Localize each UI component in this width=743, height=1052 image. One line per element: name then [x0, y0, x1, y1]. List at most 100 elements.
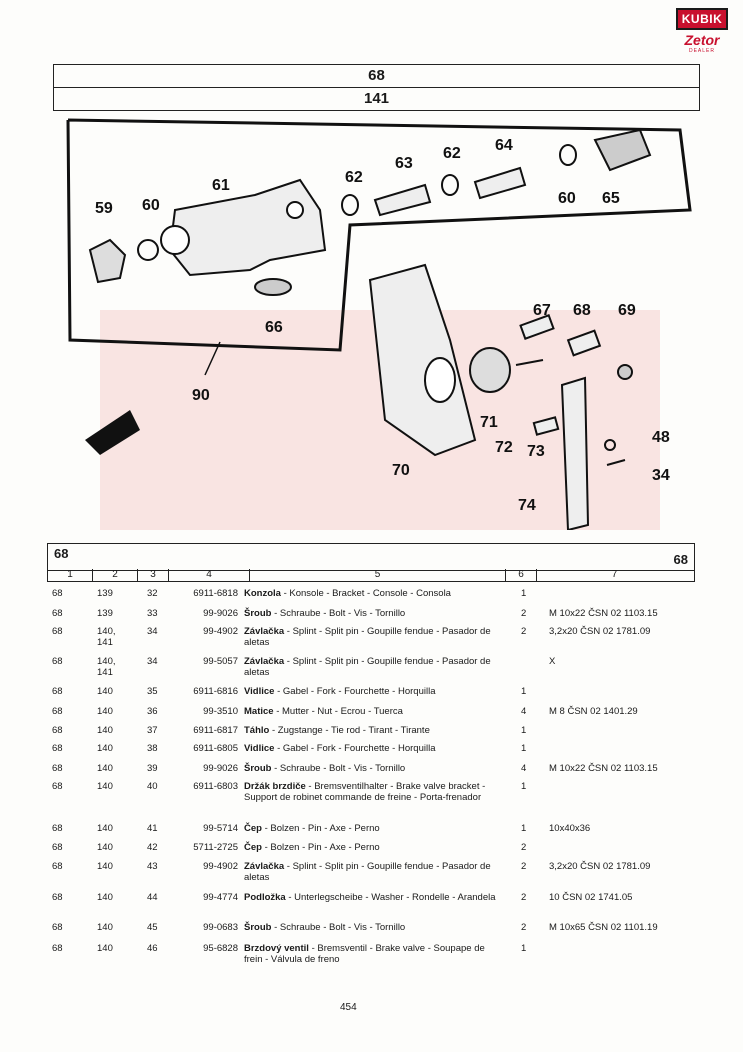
label-61: 61 — [212, 177, 230, 194]
label-60-a: 60 — [142, 197, 160, 214]
cell-quantity: 1 — [521, 943, 527, 954]
col-header-5: 5 — [250, 569, 506, 581]
cell-part-number: 6911-6803 — [193, 781, 238, 792]
part-name: Čep — [244, 842, 262, 853]
cell-group: 68 — [52, 725, 63, 736]
cell-description: Matice - Mutter - Nut - Ecrou - Tuerca — [244, 706, 499, 717]
cell-subgroup: 139 — [97, 588, 113, 599]
cell-part-number: 5711-2725 — [193, 842, 238, 853]
label-71: 71 — [480, 414, 498, 431]
cell-position: 40 — [147, 781, 158, 792]
logo-kubik: KUBIK — [676, 8, 728, 30]
group-header: 68 — [53, 64, 700, 88]
cell-note: 10x40x36 — [549, 823, 591, 834]
cell-description: Konzola - Konsole - Bracket - Console - … — [244, 588, 499, 599]
cell-description: Závlačka - Splint - Split pin - Goupille… — [244, 626, 499, 648]
cell-position: 32 — [147, 588, 158, 599]
label-65: 65 — [602, 190, 620, 207]
cell-note: M 10x22 ČSN 02 1103.15 — [549, 763, 658, 774]
part-name: Šroub — [244, 608, 272, 619]
label-69: 69 — [618, 302, 636, 319]
cell-part-number: 6911-6818 — [193, 588, 238, 599]
label-66: 66 — [265, 319, 283, 336]
cell-part-number: 99-3510 — [203, 706, 238, 717]
cell-subgroup: 140, 141 — [97, 656, 116, 678]
cell-description: Držák brzdiče - Bremsventilhalter - Brak… — [244, 781, 499, 803]
part-name: Matice — [244, 706, 274, 717]
cell-group: 68 — [52, 861, 63, 872]
part-name: Čep — [244, 823, 262, 834]
part-translations: - Mutter - Nut - Ecrou - Tuerca — [273, 706, 403, 717]
part-name: Držák brzdiče — [244, 781, 306, 792]
cell-group: 68 — [52, 922, 63, 933]
table-group-right: 68 — [673, 552, 688, 567]
part-name: Konzola — [244, 588, 281, 599]
cell-position: 36 — [147, 706, 158, 717]
col-header-2: 2 — [93, 569, 138, 581]
cell-part-number: 99-9026 — [203, 608, 238, 619]
cell-part-number: 99-4902 — [203, 626, 238, 637]
cell-position: 34 — [147, 656, 158, 667]
part-translations: - Unterlegscheibe - Washer - Rondelle - … — [285, 892, 496, 903]
cell-description: Podložka - Unterlegscheibe - Washer - Ro… — [244, 892, 499, 903]
label-62-a: 62 — [345, 169, 363, 186]
cell-subgroup: 139 — [97, 608, 113, 619]
part-name: Závlačka — [244, 861, 285, 872]
cell-position: 38 — [147, 743, 158, 754]
part-translations: - Bolzen - Pin - Axe - Perno — [261, 842, 380, 853]
cell-quantity: 2 — [521, 922, 527, 933]
cell-part-number: 99-9026 — [203, 763, 238, 774]
cell-subgroup: 140 — [97, 943, 113, 954]
cell-subgroup: 140 — [97, 861, 113, 872]
cell-group: 68 — [52, 781, 63, 792]
cell-position: 39 — [147, 763, 158, 774]
label-63: 63 — [395, 155, 413, 172]
label-72: 72 — [495, 439, 513, 456]
cell-quantity: 1 — [521, 743, 527, 754]
cell-quantity: 2 — [521, 626, 527, 637]
part-name: Závlačka — [244, 656, 285, 667]
cell-note: X — [549, 656, 556, 667]
cell-description: Vidlice - Gabel - Fork - Fourchette - Ho… — [244, 743, 499, 754]
cell-description: Táhlo - Zugstange - Tie rod - Tirant - T… — [244, 725, 499, 736]
cell-subgroup: 140 — [97, 686, 113, 697]
cell-position: 41 — [147, 823, 158, 834]
cell-part-number: 99-0683 — [203, 922, 238, 933]
cell-position: 44 — [147, 892, 158, 903]
cell-note: 3,2x20 ČSN 02 1781.09 — [549, 626, 651, 637]
arrow-icon — [85, 410, 140, 455]
part-name: Vidlice — [244, 743, 275, 754]
cell-quantity: 1 — [521, 588, 527, 599]
col-header-3: 3 — [138, 569, 169, 581]
label-90: 90 — [192, 387, 210, 404]
cell-group: 68 — [52, 763, 63, 774]
cell-group: 68 — [52, 608, 63, 619]
part-translations: - Schraube - Bolt - Vis - Tornillo — [271, 922, 406, 933]
cell-position: 35 — [147, 686, 158, 697]
part-name: Závlačka — [244, 626, 285, 637]
part-name: Brzdový ventil — [244, 943, 309, 954]
cell-position: 45 — [147, 922, 158, 933]
cell-group: 68 — [52, 743, 63, 754]
part-translations: - Schraube - Bolt - Vis - Tornillo — [271, 763, 406, 774]
cell-subgroup: 140, 141 — [97, 626, 116, 648]
part-translations: - Bolzen - Pin - Axe - Perno — [261, 823, 380, 834]
cell-description: Čep - Bolzen - Pin - Axe - Perno — [244, 842, 499, 853]
exploded-parts-diagram: 59 60 61 62 63 62 64 60 65 66 90 67 68 6… — [66, 118, 692, 530]
cell-part-number: 6911-6816 — [193, 686, 238, 697]
part-name: Podložka — [244, 892, 286, 903]
cell-position: 33 — [147, 608, 158, 619]
part-translations: - Schraube - Bolt - Vis - Tornillo — [271, 608, 406, 619]
part-translations: - Gabel - Fork - Fourchette - Horquilla — [274, 686, 436, 697]
logo-dealer: DEALER — [688, 48, 715, 54]
cell-quantity: 2 — [521, 892, 527, 903]
part-translations: - Splint - Split pin - Goupille fendue -… — [244, 656, 491, 678]
cell-subgroup: 140 — [97, 781, 113, 792]
cell-position: 43 — [147, 861, 158, 872]
cell-note: 10 ČSN 02 1741.05 — [549, 892, 633, 903]
cell-note: M 8 ČSN 02 1401.29 — [549, 706, 638, 717]
part-translations: - Splint - Split pin - Goupille fendue -… — [244, 861, 491, 883]
cell-note: M 10x22 ČSN 02 1103.15 — [549, 608, 658, 619]
label-34: 34 — [652, 467, 670, 484]
cell-group: 68 — [52, 626, 63, 637]
